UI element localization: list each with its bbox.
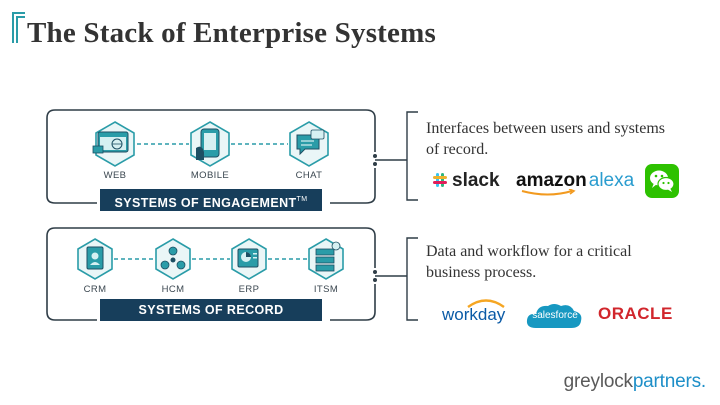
slack-logo: slack [432,170,500,192]
record-bracket [375,237,418,321]
mobile-phone-icon [190,121,230,167]
record-frame [46,227,376,321]
node-label-erp: ERP [238,284,260,295]
web-browser-icon [92,121,135,167]
corner-bracket-icon [12,12,25,43]
amazon-wordmark: amazon [516,170,587,191]
node-label-itsm: ITSM [313,284,339,295]
oracle-logo: ORACLE [598,304,673,323]
brand-prefix: greylock [563,371,633,392]
workday-logo: workday [442,299,506,325]
engagement-bracket [375,111,418,201]
salesforce-cloud-icon [526,304,582,328]
itsm-server-icon [308,238,344,280]
crm-contact-icon [77,238,113,280]
systems-of-engagement-label: SYSTEMS OF ENGAGEMENTTM [100,189,322,211]
alexa-wordmark: alexa [588,170,635,191]
erp-chart-icon [231,238,267,280]
chat-bubble-icon [289,121,329,167]
node-label-chat: CHAT [295,170,323,181]
engagement-label-text: SYSTEMS OF ENGAGEMENT [114,196,297,210]
salesforce-wordmark: salesforce [532,310,578,321]
engagement-frame [46,109,376,204]
node-label-hcm: HCM [161,284,185,295]
amazon-smile-icon [521,189,576,196]
slack-hash-icon [433,173,447,187]
workday-arc-icon [467,299,505,308]
engagement-description: Interfaces between users and systems of … [426,120,666,158]
trademark-mark: TM [296,196,308,203]
record-description: Data and workflow for a critical busines… [426,243,632,281]
wechat-icon [645,164,679,198]
page-title: The Stack of Enterprise Systems [27,17,436,49]
record-label-text: SYSTEMS OF RECORD [138,303,284,317]
hcm-people-icon [155,238,191,280]
node-label-web: WEB [103,170,127,181]
systems-of-record-label: SYSTEMS OF RECORD [100,299,322,321]
workday-wordmark: workday [442,305,506,324]
node-label-mobile: MOBILE [190,170,230,181]
greylock-partners-logo: greylockpartners. [563,371,707,393]
brand-suffix: partners. [632,371,706,392]
salesforce-logo: salesforce [524,301,584,336]
node-label-crm: CRM [83,284,107,295]
slack-wordmark: slack [452,170,500,191]
